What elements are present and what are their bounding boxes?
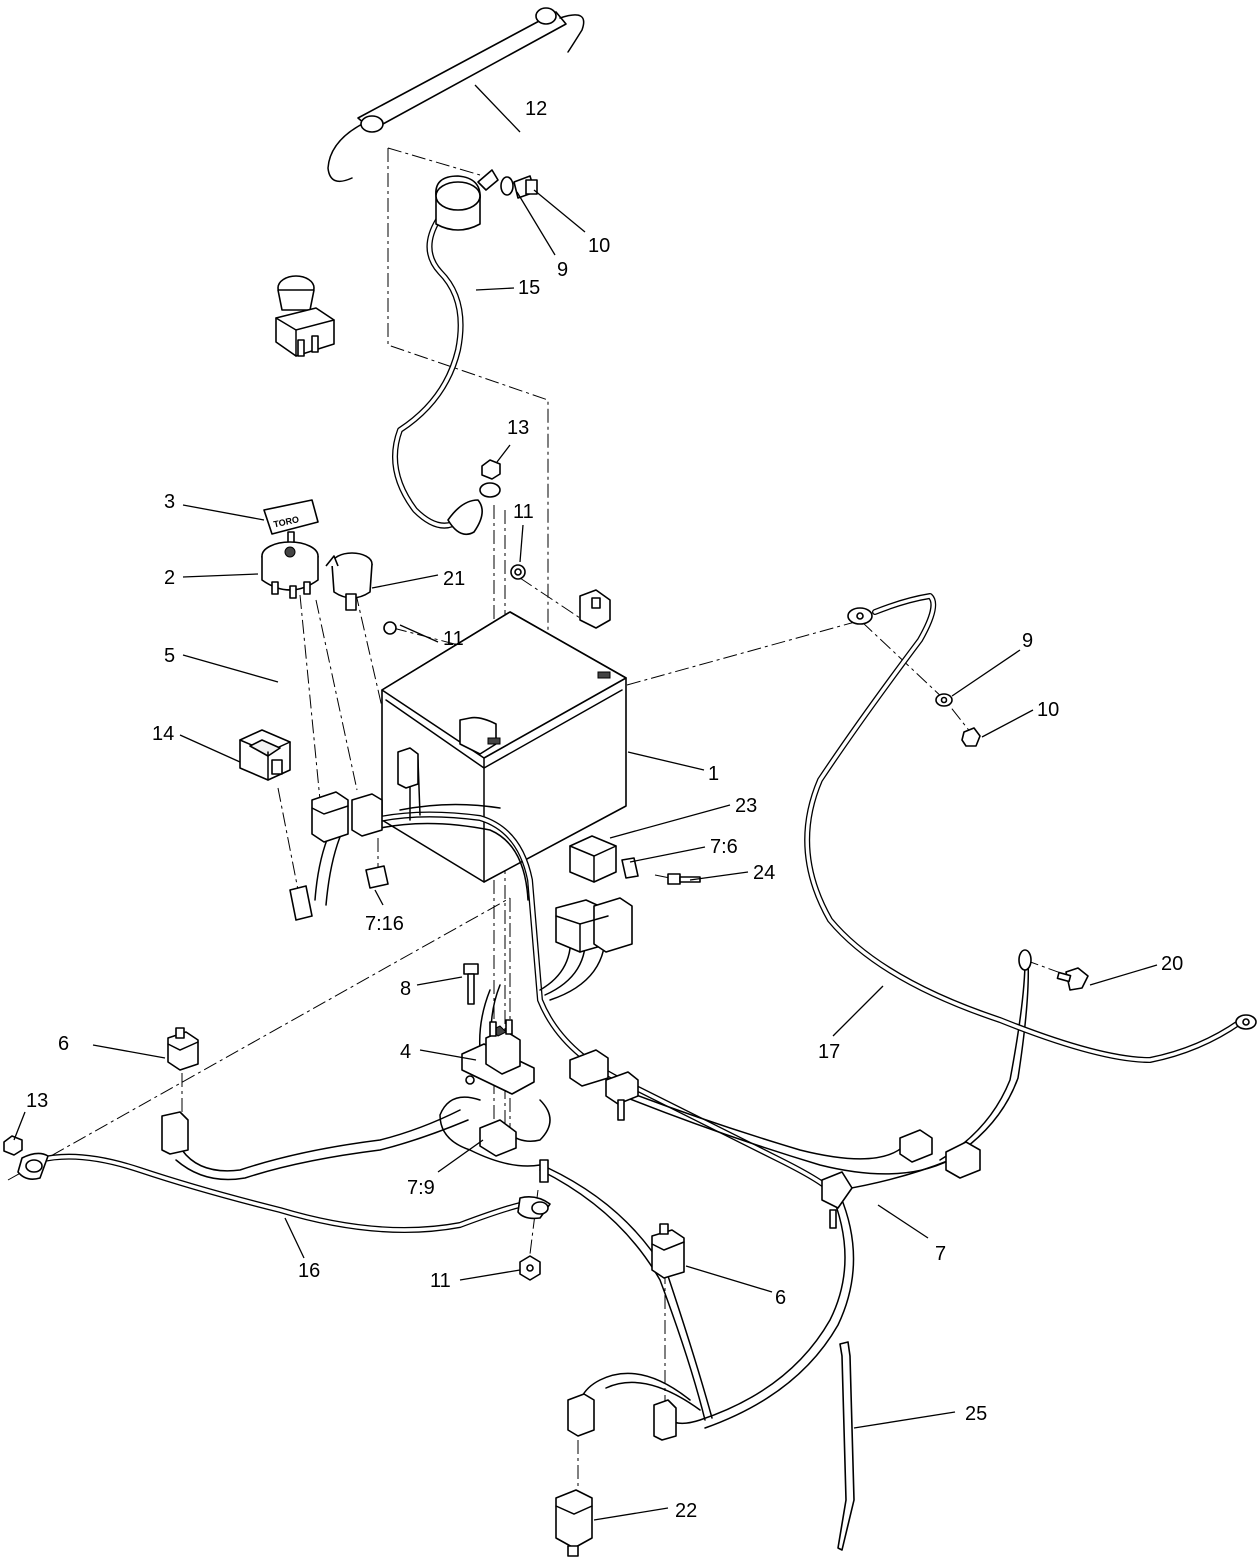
negative-battery-cable <box>804 593 1257 1063</box>
callout-15: 15 <box>518 277 540 299</box>
solenoid-bolt <box>463 963 479 1005</box>
callout-8: 8 <box>400 978 411 1000</box>
callout-12: 12 <box>525 98 547 120</box>
callout-labels: 12 10 9 15 13 11 3 2 21 11 5 14 1 23 7:6… <box>26 98 1183 1522</box>
callout-5: 5 <box>164 645 175 667</box>
starter-solenoid <box>461 1019 535 1095</box>
interlock-switch-right <box>651 1223 685 1279</box>
callout-25: 25 <box>965 1403 987 1425</box>
bottom-switch-plug <box>555 1489 593 1557</box>
callout-11-mid: 11 <box>443 628 464 650</box>
positive-battery-cable <box>392 169 501 536</box>
callout-17: 17 <box>818 1041 840 1063</box>
ignition-switch <box>261 541 319 599</box>
callout-24: 24 <box>753 862 775 884</box>
callout-4: 4 <box>400 1041 411 1063</box>
terminal-nuts <box>383 459 526 635</box>
callout-16: 16 <box>298 1260 320 1282</box>
callout-13-left: 13 <box>26 1090 48 1112</box>
washer-and-bolt-right <box>935 693 981 747</box>
callout-21: 21 <box>443 568 465 590</box>
callout-1: 1 <box>708 763 719 785</box>
indicator-lamp <box>239 729 291 781</box>
callout-11-top: 11 <box>513 501 534 523</box>
callout-9-right: 9 <box>1022 630 1033 652</box>
callout-2: 2 <box>164 567 175 589</box>
callout-9-top: 9 <box>557 259 568 281</box>
seat-switch-left <box>167 1027 199 1071</box>
callout-20: 20 <box>1161 953 1183 975</box>
main-wire-harness <box>175 759 1030 1429</box>
harness-connectors <box>161 747 981 1441</box>
washer-and-bolt-top <box>500 175 538 199</box>
callout-7-6: 7:6 <box>710 836 738 858</box>
hour-meter <box>325 552 373 611</box>
callout-10-right: 10 <box>1037 699 1059 721</box>
callout-7-16: 7:16 <box>365 913 404 935</box>
toro-key: TORO <box>263 499 319 547</box>
callout-leaders <box>13 84 1158 1521</box>
cable-tie <box>837 1341 855 1551</box>
callout-13-top: 13 <box>507 417 529 439</box>
callout-11-bottom: 11 <box>430 1270 451 1292</box>
callout-6-left: 6 <box>58 1033 69 1055</box>
ground-bolt <box>1018 949 1089 991</box>
callout-7-9: 7:9 <box>407 1177 435 1199</box>
ground-cable <box>17 1152 551 1233</box>
callout-23: 23 <box>735 795 757 817</box>
callout-3: 3 <box>164 491 175 513</box>
callout-7: 7 <box>935 1243 946 1265</box>
battery-hold-down-rod <box>327 7 585 183</box>
callout-10-top: 10 <box>588 235 610 257</box>
pto-switch <box>275 275 335 357</box>
callout-6-right: 6 <box>775 1287 786 1309</box>
callout-22: 22 <box>675 1500 697 1522</box>
ground-nuts <box>3 1135 541 1281</box>
callout-14: 14 <box>152 723 174 745</box>
